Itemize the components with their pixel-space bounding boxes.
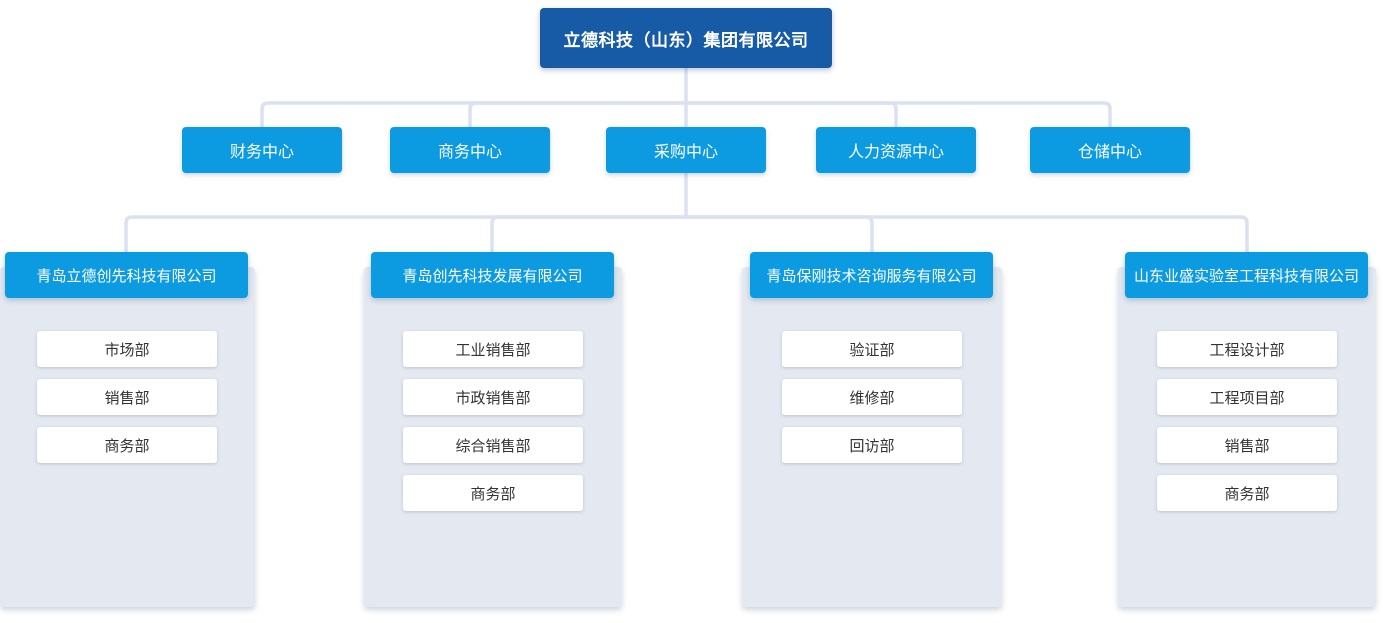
dept-item: 市政销售部	[403, 379, 583, 415]
center-label: 财务中心	[229, 144, 294, 161]
dept-label: 商务部	[104, 437, 150, 455]
center-node-business: 商务中心	[390, 127, 550, 173]
dept-item: 市场部	[37, 331, 217, 367]
company-header-3: 青岛保刚技术咨询服务有限公司	[750, 252, 993, 298]
center-label: 仓储中心	[1077, 144, 1142, 161]
dept-item: 工程设计部	[1157, 331, 1337, 367]
dept-label: 维修部	[849, 389, 895, 407]
dept-label: 市政销售部	[455, 389, 531, 407]
dept-label: 销售部	[104, 389, 150, 407]
dept-label: 工程设计部	[1209, 341, 1285, 359]
center-node-finance: 财务中心	[182, 127, 342, 173]
org-node-root: 立德科技（山东）集团有限公司	[540, 8, 832, 68]
company-name: 青岛立德创先科技有限公司	[36, 267, 217, 285]
dept-label: 综合销售部	[455, 437, 531, 455]
dept-item: 验证部	[782, 331, 962, 367]
dept-item: 销售部	[1157, 427, 1337, 463]
dept-item: 销售部	[37, 379, 217, 415]
dept-label: 商务部	[1224, 485, 1270, 503]
dept-item: 综合销售部	[403, 427, 583, 463]
dept-label: 商务部	[470, 485, 516, 503]
dept-item: 商务部	[1157, 475, 1337, 511]
root-label: 立德科技（山东）集团有限公司	[563, 30, 809, 50]
company-header-2: 青岛创先科技发展有限公司	[371, 252, 614, 298]
center-label: 人力资源中心	[847, 144, 944, 161]
dept-item: 工业销售部	[403, 331, 583, 367]
company-name: 山东业盛实验室工程科技有限公司	[1133, 267, 1359, 285]
dept-item: 回访部	[782, 427, 962, 463]
dept-item: 商务部	[403, 475, 583, 511]
dept-label: 验证部	[849, 341, 895, 359]
center-label: 采购中心	[653, 144, 718, 161]
dept-label: 市场部	[104, 341, 150, 359]
dept-label: 工程项目部	[1209, 389, 1285, 407]
company-header-1: 青岛立德创先科技有限公司	[5, 252, 248, 298]
company-header-4: 山东业盛实验室工程科技有限公司	[1125, 252, 1368, 298]
company-name: 青岛保刚技术咨询服务有限公司	[766, 267, 977, 285]
company-name: 青岛创先科技发展有限公司	[402, 267, 583, 285]
dept-label: 回访部	[849, 437, 895, 455]
center-node-hr: 人力资源中心	[816, 127, 976, 173]
dept-label: 工业销售部	[455, 341, 531, 359]
dept-item: 商务部	[37, 427, 217, 463]
dept-label: 销售部	[1224, 437, 1270, 455]
dept-item: 工程项目部	[1157, 379, 1337, 415]
center-node-warehouse: 仓储中心	[1030, 127, 1190, 173]
center-label: 商务中心	[437, 144, 502, 161]
center-node-procurement: 采购中心	[606, 127, 766, 173]
dept-item: 维修部	[782, 379, 962, 415]
